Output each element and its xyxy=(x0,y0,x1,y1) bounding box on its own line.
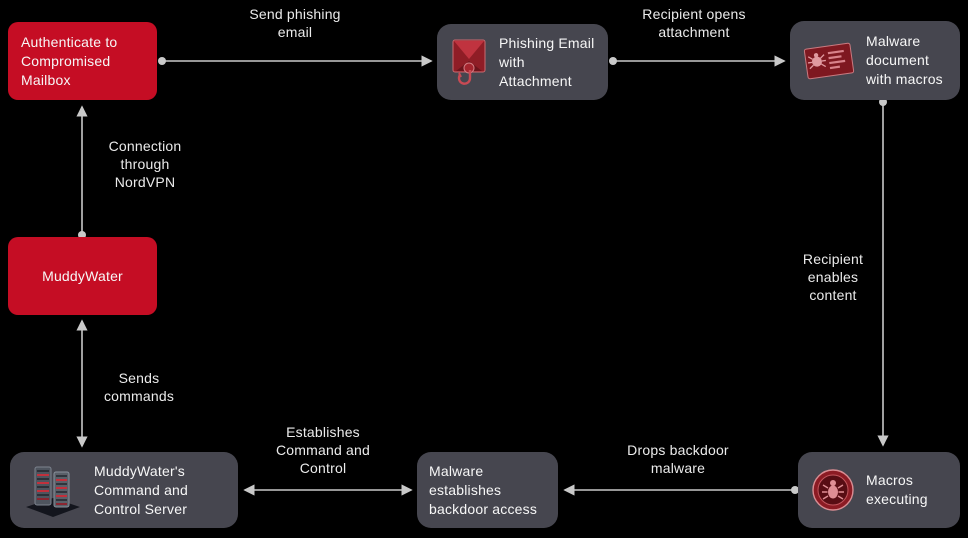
edge-label-recipient-enables-content: Recipient enables content xyxy=(802,251,864,303)
node-label: Authenticate to Compromised Mailbox xyxy=(21,33,118,88)
node-label: MuddyWater's Command and Control Server xyxy=(94,462,189,517)
edge-label-recipient-opens-attachment: Recipient opens attachment xyxy=(642,6,746,40)
node-muddywater: MuddyWater xyxy=(8,237,157,315)
edge-label-connection-through-nordvpn: Connection through NordVPN xyxy=(108,138,182,190)
phishing-email-icon xyxy=(449,38,489,86)
node-macros-executing: Macros executing xyxy=(798,452,960,528)
node-label: Phishing Email with Attachment xyxy=(499,34,595,89)
node-label: Macros executing xyxy=(866,472,928,507)
node-c2-server: MuddyWater's Command and Control Server xyxy=(10,452,238,528)
node-label: Malware establishes backdoor access xyxy=(429,462,538,517)
edge-macros-to-backdoor-dot xyxy=(791,486,799,494)
macros-icon xyxy=(810,467,856,513)
node-phishing-email: Phishing Email with Attachment xyxy=(437,24,608,100)
edge-label-sends-commands: Sends commands xyxy=(103,370,175,404)
node-authenticate-mailbox: Authenticate to Compromised Mailbox xyxy=(8,22,157,100)
server-icon xyxy=(22,461,84,519)
node-label: Malware document with macros xyxy=(866,33,943,87)
edge-auth-to-phishing-dot xyxy=(158,57,166,65)
node-label: MuddyWater xyxy=(42,267,123,284)
edge-label-drops-backdoor-malware: Drops backdoor malware xyxy=(627,442,729,476)
node-malware-document: Malware document with macros xyxy=(790,21,960,100)
edge-label-establishes-command-and-control: Establishes Command and Control xyxy=(275,424,371,476)
edge-maldoc-to-macros-dot xyxy=(879,98,887,106)
edge-phishing-to-maldoc-dot xyxy=(609,57,617,65)
malware-document-icon xyxy=(802,38,856,84)
edge-label-send-phishing-email: Send phishing email xyxy=(249,6,341,40)
node-backdoor-access: Malware establishes backdoor access xyxy=(417,452,558,528)
